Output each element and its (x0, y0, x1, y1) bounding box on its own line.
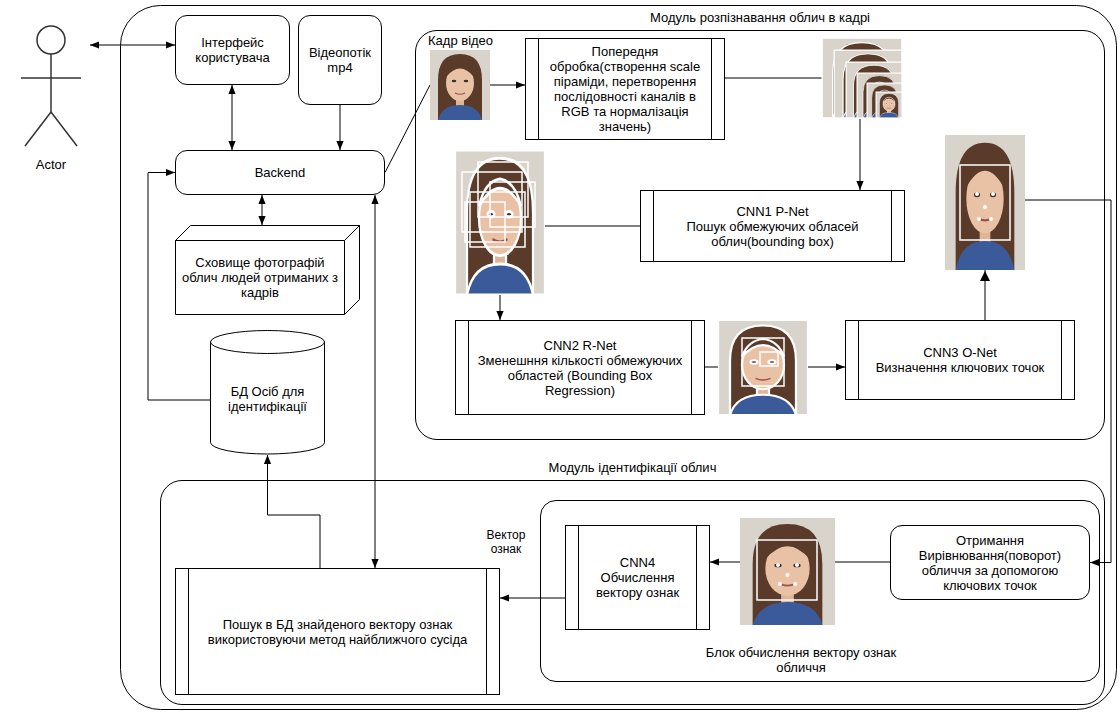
onet-points-image (945, 135, 1025, 270)
box-title: CNN2 R-Net (476, 338, 684, 353)
pnet-boxes-image (455, 150, 545, 295)
block-title: Блок обчислення вектору ознак обличчя (681, 645, 921, 675)
actor-figure: Actor (12, 22, 90, 172)
process-box: CNN3 O-NetВизначення ключових точок (845, 320, 1075, 400)
image-caption: Кадр відео (428, 33, 493, 48)
box-label: Пошук в БД знайденого вектору ознак вико… (196, 617, 479, 647)
interface-box: Інтерфейс користувача (175, 15, 290, 85)
connector-arrow (500, 598, 565, 599)
process-box: Попередня обробка(створення scale пірамі… (525, 38, 725, 140)
box-label: Інтерфейс користувача (182, 35, 283, 65)
box-label: Отримання Вирівнювання(поворот) обличчя … (897, 533, 1083, 593)
connector-arrow (262, 195, 263, 225)
process-box: CNN1 P-NetПошук обмежуючих обласей облич… (640, 190, 905, 262)
box-title: CNN1 P-Net (661, 204, 884, 219)
aligned-face-image (740, 518, 835, 625)
connector-arrow (90, 45, 175, 46)
connector-arrow (268, 455, 321, 568)
scale-pyramid-image (822, 38, 902, 118)
text-area: БД Осіб для ідентифікації (210, 354, 325, 443)
connector-arrow (340, 105, 341, 150)
connector-arrow (232, 85, 233, 150)
process-box: CNN2 R-NetЗменешння кількості обмежуючих… (455, 320, 705, 415)
module-title: Модуль ідентифікації облич (549, 460, 717, 475)
arrow-head (980, 271, 990, 281)
box-text: Зменешння кількості обмежуючих областей … (476, 353, 684, 398)
process-box: Отримання Вирівнювання(поворот) обличчя … (890, 525, 1090, 600)
process-box: CNN4Обчислення вектору ознак (565, 525, 710, 630)
box-text: Пошук обмежуючих обласей облич(bounding … (661, 219, 884, 249)
box-text: Обчислення вектору ознак (586, 570, 689, 600)
box-label: Попередня обробка(створення scale пірамі… (546, 44, 704, 134)
process-box: Пошук в БД знайденого вектору ознак вико… (175, 568, 500, 695)
edge-label: Вектор ознак (480, 528, 532, 556)
box-label: Відеопотік mp4 (305, 45, 375, 75)
rnet-boxes-image (718, 320, 808, 415)
connector-arrow (375, 195, 376, 568)
stick-figure (12, 22, 90, 150)
backend-box: Backend (175, 150, 385, 195)
module-frame: Модуль розпізнавання облич в кадріПопере… (415, 30, 1105, 440)
storage-box: Сховище фотографій облич людей отриманих… (175, 225, 360, 315)
box-text: Визначення ключових точок (866, 360, 1054, 375)
box-title: CNN3 O-Net (866, 345, 1054, 360)
module-title: Модуль розпізнавання облич в кадрі (650, 10, 870, 25)
box-title: CNN4 (586, 555, 689, 570)
database-cylinder: БД Осіб для ідентифікації (210, 330, 325, 455)
text-area: Сховище фотографій облич людей отриманих… (175, 240, 345, 315)
block-frame: Блок обчислення вектору ознак обличчя CNN… (540, 500, 1100, 682)
input-box: Відеопотік mp4 (298, 15, 382, 105)
module-frame: Модуль ідентифікації обличПошук в БД зна… (160, 480, 1105, 705)
box-label: БД Осіб для ідентифікації (216, 384, 319, 414)
box-label: Backend (182, 165, 378, 180)
system-frame (121, 6, 1117, 710)
video-frame-image (430, 50, 490, 120)
box-label: Сховище фотографій облич людей отриманих… (181, 255, 339, 300)
actor-label: Actor (12, 157, 90, 172)
